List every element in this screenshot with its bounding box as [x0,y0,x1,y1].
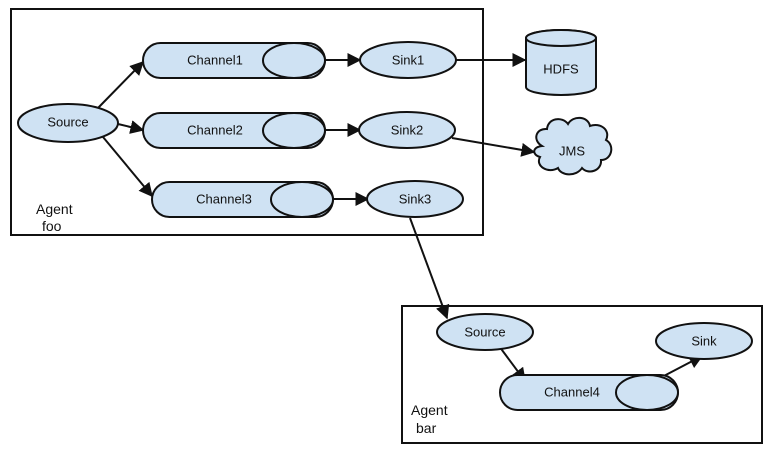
jms-cloud-icon [533,116,613,176]
source-bar-label: Source [464,324,505,339]
agent-bar-label-line1: Agent [411,402,448,418]
jms-label: JMS [559,143,585,158]
source-foo-node [17,103,119,143]
hdfs-database-icon [525,29,597,96]
sink2-node [358,111,456,149]
sink2-label: Sink2 [391,122,424,137]
source-foo-label: Source [47,114,88,129]
agent-bar-label-line2: bar [416,420,437,436]
edge-source-channel1 [97,60,144,109]
channel1-node [142,42,326,79]
sink-bar-node [655,322,753,360]
sink3-node [366,180,464,218]
channel4-label: Channel4 [544,384,600,399]
channel2-node [142,112,326,149]
channel2-label: Channel2 [187,122,243,137]
channel4-node [499,374,679,411]
hdfs-label: HDFS [543,61,579,76]
source-bar-node [436,313,534,351]
agent-foo-box [10,8,484,236]
edge-source-channel2 [117,120,145,134]
sink1-label: Sink1 [392,52,425,67]
edge-source-channel3 [102,136,153,198]
agent-bar-box [401,305,763,444]
agent-foo-label-line1: Agent [36,201,73,217]
channel3-label: Channel3 [196,191,252,206]
sink-bar-label: Sink [691,333,717,348]
channel3-node [151,181,334,218]
edge-sink3-source-bar [409,217,450,320]
channel1-label: Channel1 [187,52,243,67]
agent-foo-label-line2: foo [42,218,62,234]
sink1-node [359,41,457,79]
edge-sink2-jms [451,137,536,157]
sink3-label: Sink3 [399,191,432,206]
